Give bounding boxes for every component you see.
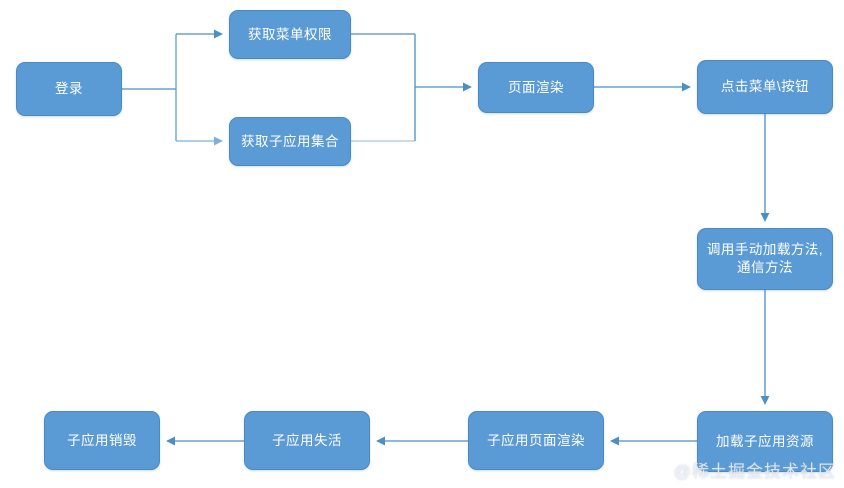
- node-label: 获取子应用集合: [241, 133, 339, 149]
- node-menu-permission[interactable]: 获取菜单权限: [229, 10, 351, 59]
- node-label: 页面渲染: [508, 79, 564, 95]
- node-label: 加载子应用资源: [716, 433, 814, 449]
- node-page-render[interactable]: 页面渲染: [478, 62, 594, 113]
- node-load-resource[interactable]: 加载子应用资源: [697, 411, 833, 472]
- node-label: 获取菜单权限: [248, 26, 332, 42]
- node-login[interactable]: 登录: [16, 62, 122, 116]
- node-label: 子应用销毁: [67, 432, 137, 448]
- node-label: 登录: [55, 81, 83, 97]
- node-click-menu[interactable]: 点击菜单\按钮: [697, 60, 833, 114]
- node-subapp-render[interactable]: 子应用页面渲染: [468, 411, 604, 470]
- node-label: 调用手动加载方法, 通信方法: [706, 242, 824, 275]
- node-subapp-set[interactable]: 获取子应用集合: [229, 117, 351, 166]
- node-label: 点击菜单\按钮: [720, 79, 810, 95]
- node-manual-load[interactable]: 调用手动加载方法, 通信方法: [697, 228, 833, 290]
- node-subapp-destroy[interactable]: 子应用销毁: [44, 411, 160, 470]
- node-label: 子应用失活: [272, 432, 342, 448]
- node-subapp-inactive[interactable]: 子应用失活: [244, 411, 370, 470]
- node-label: 子应用页面渲染: [487, 432, 585, 448]
